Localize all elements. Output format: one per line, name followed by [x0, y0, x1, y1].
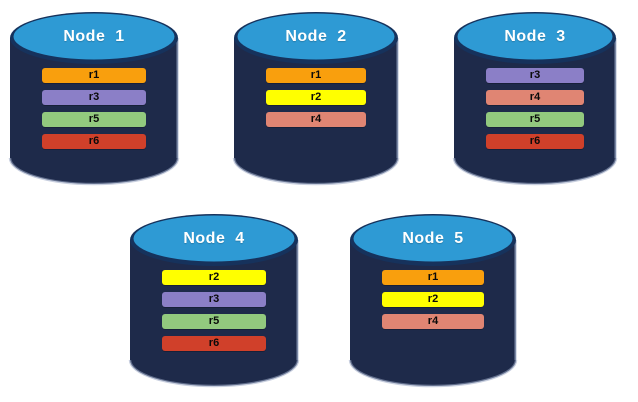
node-cylinder-2[interactable]: Node 2 r1 r2 r4 — [232, 8, 400, 190]
node-cylinder-4[interactable]: Node 4 r2 r3 r5 r6 — [128, 210, 300, 392]
replica-bar-r1[interactable]: r1 — [266, 68, 366, 83]
replica-bar-r5[interactable]: r5 — [162, 314, 266, 329]
replica-bar-r4[interactable]: r4 — [382, 314, 484, 329]
cylinder-top-face — [13, 13, 175, 60]
replica-bar-r6[interactable]: r6 — [162, 336, 266, 351]
replica-bar-r5[interactable]: r5 — [486, 112, 584, 127]
replica-bar-r4[interactable]: r4 — [266, 112, 366, 127]
replica-stack: r1 r3 r5 r6 — [42, 68, 146, 149]
replica-bar-r2[interactable]: r2 — [266, 90, 366, 105]
cylinder-bottom-shadow — [348, 359, 518, 388]
replica-bar-r2[interactable]: r2 — [162, 270, 266, 285]
node-title: Node 2 — [285, 28, 347, 45]
replica-stack: r2 r3 r5 r6 — [162, 270, 266, 351]
replica-bar-r3[interactable]: r3 — [486, 68, 584, 83]
replica-bar-r4[interactable]: r4 — [486, 90, 584, 105]
cylinder-bottom-shadow — [128, 359, 300, 388]
cylinder-bottom-shadow — [8, 157, 180, 186]
replica-bar-r3[interactable]: r3 — [42, 90, 146, 105]
node-title: Node 1 — [63, 28, 125, 45]
cylinder-bottom-shadow — [232, 157, 400, 186]
node-title: Node 3 — [504, 28, 566, 45]
cylinder-bottom-shadow — [452, 157, 618, 186]
replica-bar-r1[interactable]: r1 — [42, 68, 146, 83]
replica-bar-r1[interactable]: r1 — [382, 270, 484, 285]
replica-stack: r3 r4 r5 r6 — [486, 68, 584, 149]
replica-bar-r3[interactable]: r3 — [162, 292, 266, 307]
node-title: Node 4 — [183, 230, 245, 247]
replica-bar-r6[interactable]: r6 — [486, 134, 584, 149]
cylinder-top-face — [133, 215, 295, 262]
node-title: Node 5 — [402, 230, 464, 247]
node-cylinder-5[interactable]: Node 5 r1 r2 r4 — [348, 210, 518, 392]
cylinder-top-face — [457, 13, 613, 60]
replica-bar-r2[interactable]: r2 — [382, 292, 484, 307]
replica-stack: r1 r2 r4 — [266, 68, 366, 127]
cylinder-top-face — [237, 13, 395, 60]
node-cylinder-1[interactable]: Node 1 r1 r3 r5 r6 — [8, 8, 180, 190]
cylinder-top-face — [353, 215, 513, 262]
replica-bar-r5[interactable]: r5 — [42, 112, 146, 127]
replica-bar-r6[interactable]: r6 — [42, 134, 146, 149]
replica-stack: r1 r2 r4 — [382, 270, 484, 329]
node-cylinder-3[interactable]: Node 3 r3 r4 r5 r6 — [452, 8, 618, 190]
